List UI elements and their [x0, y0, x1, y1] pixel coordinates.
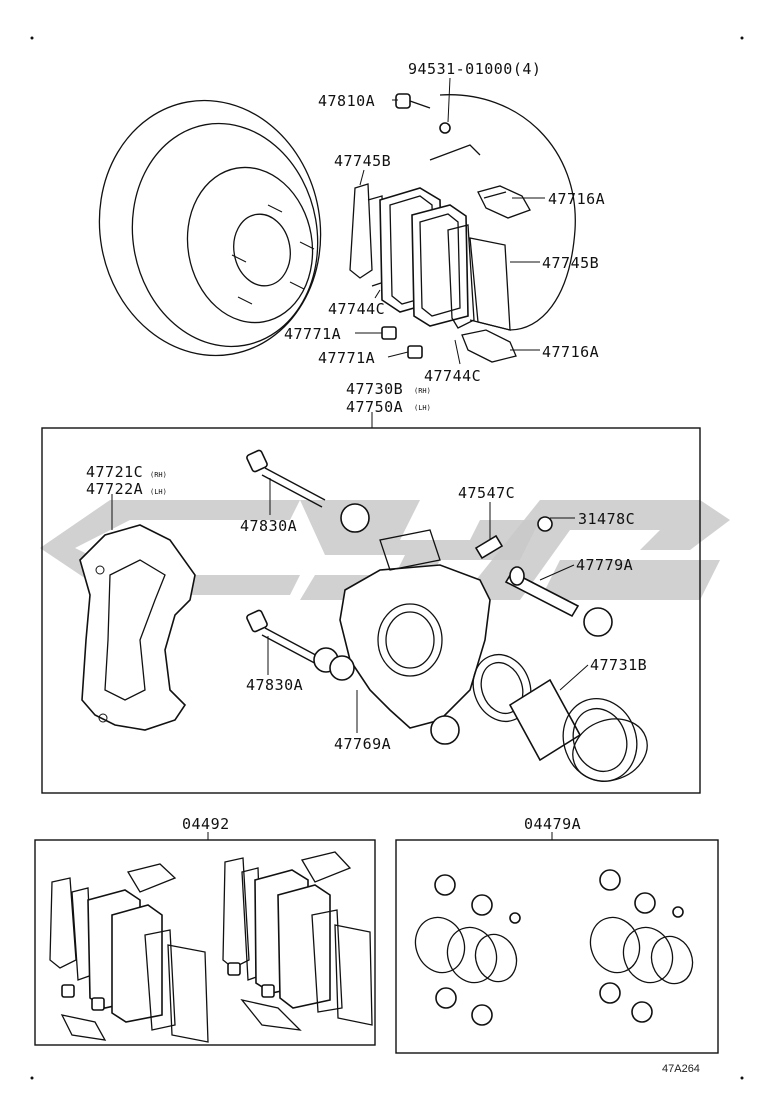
corner-dot-top-left	[30, 36, 34, 40]
anti-squeal-shim-left	[349, 183, 385, 287]
label-47745B-right: 47745B	[542, 254, 599, 272]
corner-dot-bottom-left	[30, 1076, 34, 1080]
guide-pin-bolt-lower	[246, 609, 326, 668]
label-47721C-side: (RH)	[150, 471, 167, 479]
label-47771A-b: 47771A	[318, 349, 375, 367]
label-47810A: 47810A	[318, 92, 375, 110]
caliper-assembly-frame	[41, 427, 701, 794]
kit-box-seals	[395, 839, 719, 1054]
label-47750A-side: (LH)	[414, 404, 431, 412]
pad-support-plate-bottom	[461, 329, 517, 363]
corner-dot-top-right	[740, 36, 744, 40]
label-31478C: 31478C	[578, 510, 635, 528]
leader-lines	[111, 77, 589, 840]
label-47771A-a: 47771A	[284, 325, 341, 343]
label-47721C: 47721C	[86, 463, 143, 481]
label-47830A-top: 47830A	[240, 517, 297, 535]
bolt-47810A	[395, 93, 431, 109]
label-47722A-side: (LH)	[150, 488, 167, 496]
label-47730B-side: (RH)	[414, 387, 431, 395]
kit-pads-contents	[49, 851, 373, 1043]
kit-seals-contents	[414, 869, 694, 1026]
label-47750A: 47750A	[346, 398, 403, 416]
label-bolt-top: 94531-01000(4)	[408, 60, 541, 78]
label-kit-pads: 04492	[182, 815, 230, 833]
dust-shield	[429, 94, 576, 331]
label-47830A-bottom: 47830A	[246, 676, 303, 694]
washer-94531	[439, 122, 451, 134]
brake-rotor	[98, 99, 322, 357]
bleeder-plug	[474, 534, 504, 560]
label-47722A: 47722A	[86, 480, 143, 498]
caliper-mounting-bracket	[79, 524, 196, 731]
bushing-set	[313, 503, 613, 745]
label-47745B-top: 47745B	[334, 152, 391, 170]
label-47547C: 47547C	[458, 484, 515, 502]
kit-box-pads	[34, 839, 376, 1046]
caliper-body	[339, 529, 491, 729]
slide-pin	[504, 566, 580, 618]
label-47716A-bottom: 47716A	[542, 343, 599, 361]
corner-dot-bottom-right	[740, 1076, 744, 1080]
label-47730B: 47730B	[346, 380, 403, 398]
figure-reference: 47A264	[662, 1063, 700, 1075]
label-47769A: 47769A	[334, 735, 391, 753]
label-47716A-top: 47716A	[548, 190, 605, 208]
label-kit-seals: 04479A	[524, 815, 581, 833]
label-47731B: 47731B	[590, 656, 647, 674]
brake-pad-outer	[411, 204, 469, 327]
guide-pin-bolt-upper	[246, 449, 326, 508]
piston-seal-kit	[472, 653, 648, 782]
anti-squeal-shim-right	[447, 224, 511, 331]
label-47744C-bottom: 47744C	[424, 367, 481, 385]
pad-support-plate-top	[477, 185, 531, 219]
label-47744C-left: 47744C	[328, 300, 385, 318]
label-47779A: 47779A	[576, 556, 633, 574]
